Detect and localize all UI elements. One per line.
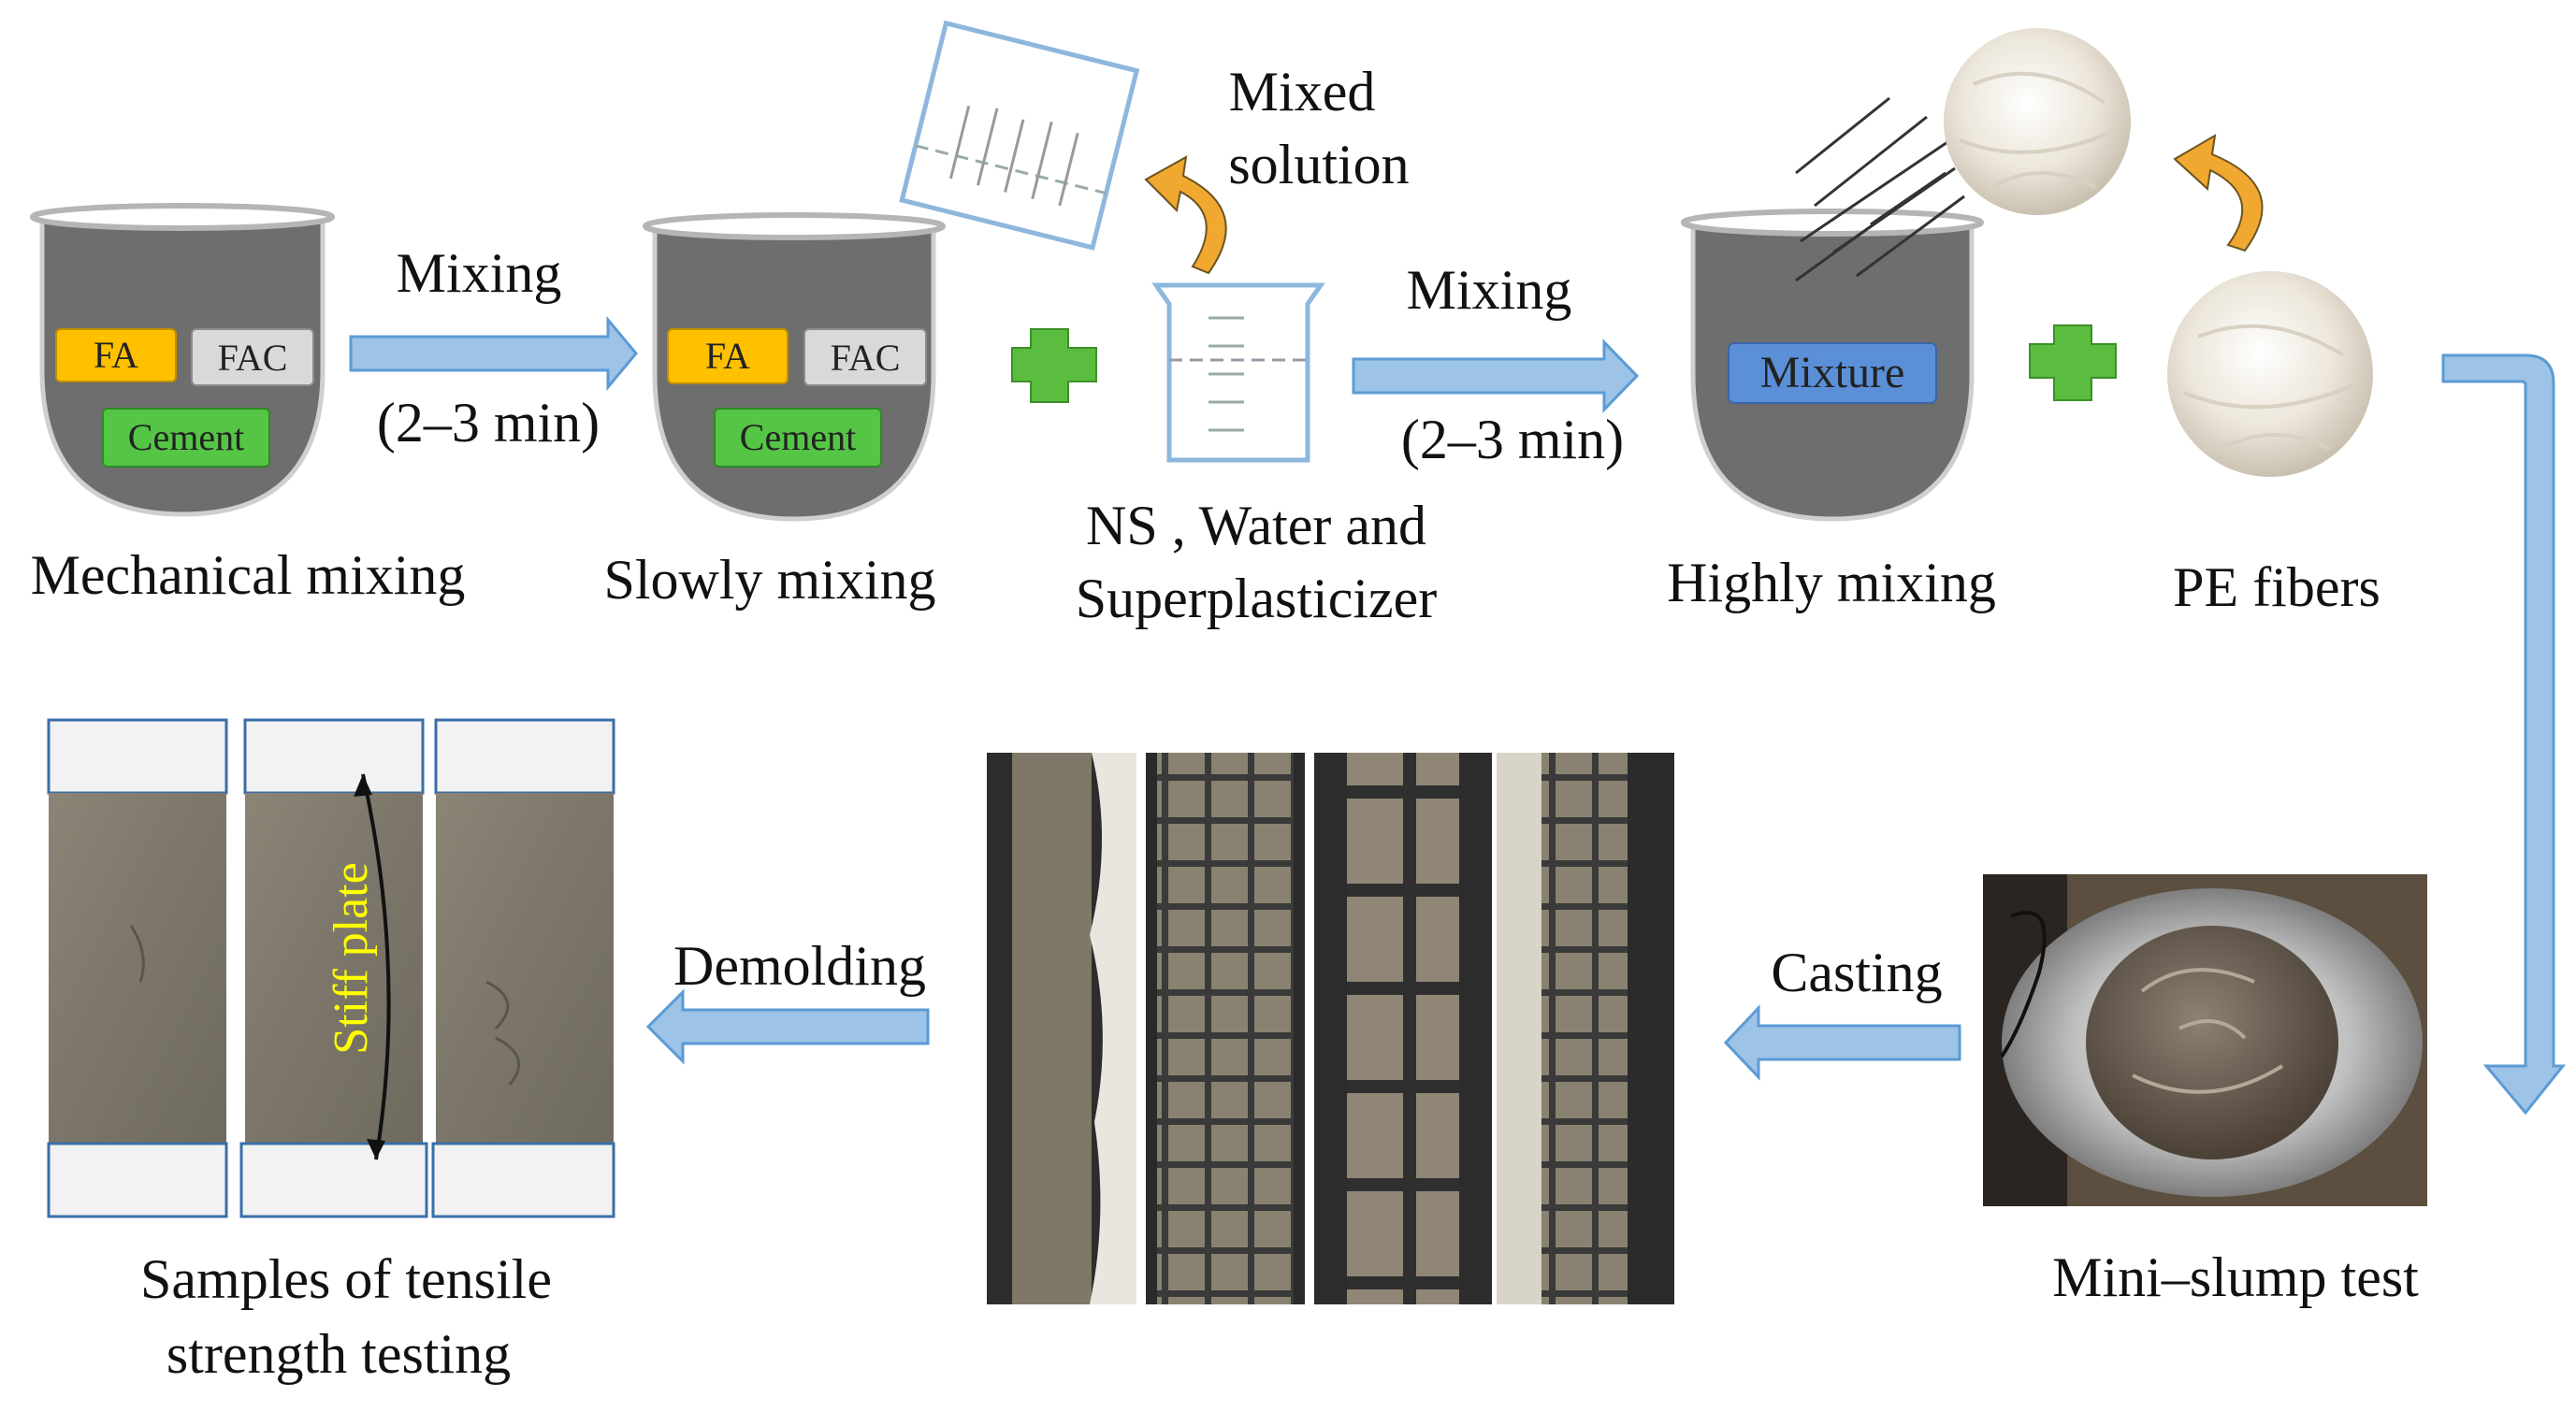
- label-highly-mixing: Highly mixing: [1667, 552, 1996, 613]
- svg-text:Cement: Cement: [128, 416, 244, 458]
- cement-box: Cement: [102, 408, 270, 468]
- curved-arrow-icon: [1144, 155, 1227, 275]
- label-samples-2: strength testing: [166, 1323, 511, 1385]
- bowl-highly-mixing: Mixture: [1681, 209, 1984, 522]
- plus-icon: [1011, 328, 1097, 403]
- step-demolding: Demolding: [673, 935, 926, 997]
- svg-text:Mixture: Mixture: [1760, 348, 1905, 397]
- label-pe-fibers: PE fibers: [2173, 556, 2381, 618]
- svg-text:Cement: Cement: [740, 416, 856, 458]
- pe-fiber-ball-icon: [1944, 28, 2131, 215]
- step-mixing-1: Mixing: [397, 242, 562, 304]
- arrow-down-right: [2441, 353, 2567, 1116]
- mini-slump-photo: [1983, 874, 2427, 1206]
- plus-icon-2: [2029, 324, 2117, 401]
- fa-box-2: FA: [667, 328, 789, 384]
- arrow-casting: [1723, 1004, 1961, 1081]
- label-ns-water-1: NS , Water and: [1086, 495, 1426, 556]
- svg-text:FA: FA: [705, 335, 750, 377]
- label-samples-1: Samples of tensile: [140, 1248, 552, 1310]
- label-slowly-mixing: Slowly mixing: [603, 549, 935, 611]
- svg-text:FA: FA: [94, 334, 138, 376]
- label-stiff-plate: Stiff plate: [325, 862, 378, 1055]
- step-mixing-2: Mixing: [1407, 259, 1572, 321]
- falling-fibers: [1795, 96, 1965, 282]
- label-mixed-solution-1: Mixed: [1229, 61, 1376, 122]
- tensile-samples: [47, 718, 615, 1218]
- label-mini-slump: Mini–slump test: [2052, 1246, 2419, 1308]
- curved-arrow-icon-2: [2173, 134, 2264, 252]
- mixture-box: Mixture: [1728, 342, 1937, 404]
- bowl-slowly-mixing: FA FAC Cement: [643, 212, 946, 522]
- arrow-demolding: [645, 988, 930, 1065]
- arrow-mixing-1: [349, 315, 638, 392]
- fa-box: FA: [55, 328, 177, 382]
- fac-box-2: FAC: [803, 328, 927, 386]
- arrow-mixing-2: [1352, 338, 1640, 413]
- bowl-mechanical-mixing: FA FAC Cement: [30, 203, 335, 517]
- svg-text:FAC: FAC: [831, 337, 901, 379]
- casting-molds-photo: [987, 753, 1674, 1304]
- label-ns-water-2: Superplasticizer: [1076, 568, 1438, 629]
- beaker-icon: [1151, 282, 1325, 463]
- fac-box: FAC: [191, 328, 314, 386]
- pe-fiber-ball-icon-2: [2167, 271, 2373, 477]
- cement-box-2: Cement: [714, 408, 882, 468]
- label-mixed-solution-2: solution: [1228, 134, 1409, 195]
- pouring-beaker-icon: [899, 20, 1140, 251]
- step-duration-2: (2–3 min): [1401, 409, 1624, 470]
- label-mechanical-mixing: Mechanical mixing: [31, 544, 466, 606]
- step-casting: Casting: [1771, 942, 1942, 1003]
- svg-text:FAC: FAC: [218, 337, 288, 379]
- step-duration-1: (2–3 min): [377, 392, 600, 454]
